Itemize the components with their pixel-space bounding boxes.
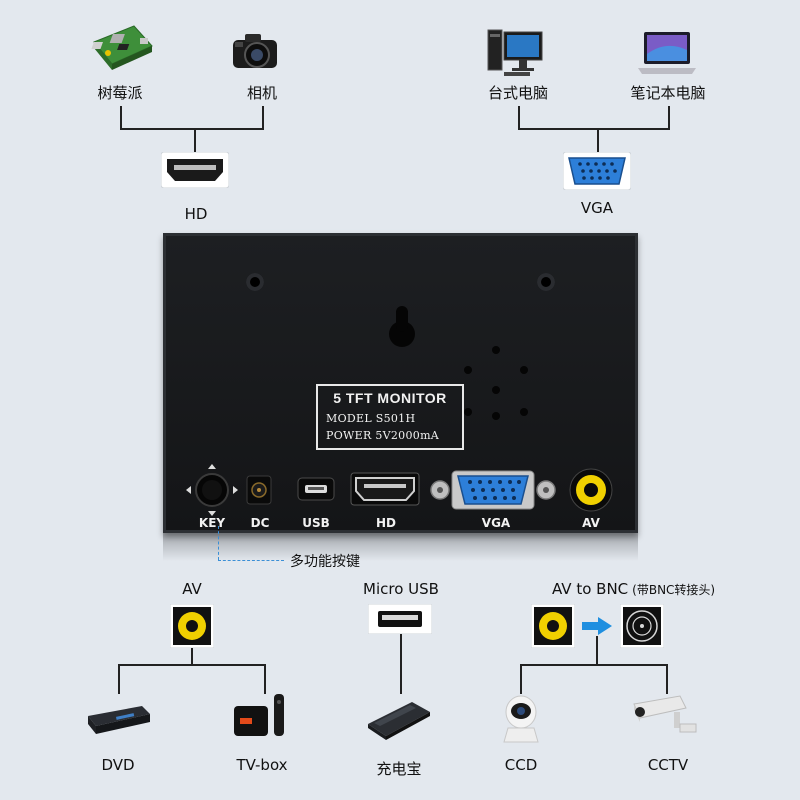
connector-line: [518, 128, 670, 130]
connector-line: [191, 648, 193, 665]
connector-line: [262, 106, 264, 129]
camera-icon: [229, 28, 281, 74]
connector-line: [120, 106, 122, 129]
wall-mount-hole-icon: [387, 304, 417, 348]
speaker-hole: [492, 412, 500, 420]
port-label-key: KEY: [198, 516, 226, 530]
connector-line: [668, 106, 670, 129]
device-label-desktop: 台式电脑: [487, 84, 549, 102]
arrow-right-icon: [582, 617, 612, 635]
speaker-hole: [464, 366, 472, 374]
speaker-hole: [520, 366, 528, 374]
connector-line: [400, 634, 402, 694]
model-label: 5 TFT MONITOR MODEL S501H POWER 5V2000mA: [316, 384, 464, 450]
connector-line: [518, 106, 520, 129]
port-label-hd: HD: [375, 516, 397, 530]
key-annotation: 多功能按键: [290, 554, 360, 570]
device-label-power-bank: 充电宝: [376, 760, 422, 778]
port-label-usb: USB: [302, 516, 330, 530]
connector-line: [118, 664, 120, 694]
vga-port-icon: [563, 152, 631, 190]
model-label-title: 5 TFT MONITOR: [333, 390, 447, 406]
model-label-model: MODEL S501H: [326, 412, 416, 425]
dc-jack-icon: [246, 475, 272, 505]
power-bank-icon: [364, 696, 434, 742]
usb-port-icon: [368, 604, 432, 634]
device-label-laptop: 笔记本电脑: [630, 84, 706, 102]
port-label-dc: DC: [250, 516, 270, 530]
connector-line: [597, 128, 599, 154]
connector-label-av-to-bnc: AV to BNC(带BNC转接头): [552, 580, 715, 598]
bnc-port-icon: [620, 604, 664, 648]
ccd-camera-icon: [500, 694, 542, 744]
connector-line: [520, 664, 522, 694]
dvd-player-icon: [86, 700, 152, 736]
hdmi-port-icon: [161, 152, 229, 188]
port-label-vga: VGA: [481, 516, 511, 530]
av-to-bnc-note: (带BNC转接头): [632, 583, 716, 597]
cctv-camera-icon: [630, 694, 700, 742]
connector-label-micro-usb: Micro USB: [363, 580, 439, 598]
monitor-back-panel: 5 TFT MONITOR MODEL S501H POWER 5V2000mA: [163, 233, 638, 533]
speaker-hole: [464, 408, 472, 416]
key-pointer-line: [218, 560, 284, 561]
model-label-power: POWER 5V2000mA: [326, 429, 440, 442]
connector-line: [264, 664, 266, 694]
device-label-ccd: CCD: [504, 756, 538, 774]
av-rca-port-icon: [170, 604, 214, 648]
speaker-hole: [492, 346, 500, 354]
connector-line: [194, 128, 196, 153]
device-label-tv-box: TV-box: [236, 756, 288, 774]
connector-line: [666, 664, 668, 694]
connector-line: [120, 128, 264, 130]
device-label-camera: 相机: [246, 84, 278, 102]
laptop-icon: [636, 30, 698, 76]
device-label-raspberry-pi: 树莓派: [97, 84, 143, 102]
connector-line: [118, 664, 266, 666]
connector-line: [520, 664, 668, 666]
tv-box-icon: [232, 692, 294, 738]
speaker-hole: [492, 386, 500, 394]
screw-hole: [537, 273, 555, 291]
vga-port-icon: [428, 470, 558, 510]
connector-label-av: AV: [182, 580, 202, 598]
connector-label-vga: VGA: [580, 199, 614, 217]
connector-line: [596, 636, 598, 665]
joystick-key-icon[interactable]: [184, 462, 240, 518]
micro-usb-port-icon: [297, 477, 335, 501]
device-label-dvd: DVD: [101, 756, 135, 774]
monitor-reflection: [163, 533, 638, 561]
screw-hole: [246, 273, 264, 291]
hdmi-port-icon: [350, 472, 420, 506]
device-label-cctv: CCTV: [647, 756, 689, 774]
key-pointer-line: [218, 526, 219, 560]
av-rca-port-icon: [531, 604, 575, 648]
av-rca-port-icon: [569, 468, 613, 512]
port-label-av: AV: [582, 516, 600, 530]
connector-label-hd: HD: [184, 205, 208, 223]
av-to-bnc-title: AV to BNC: [552, 580, 629, 598]
desktop-computer-icon: [486, 26, 546, 78]
raspberry-pi-board-icon: [88, 20, 156, 76]
speaker-hole: [520, 408, 528, 416]
